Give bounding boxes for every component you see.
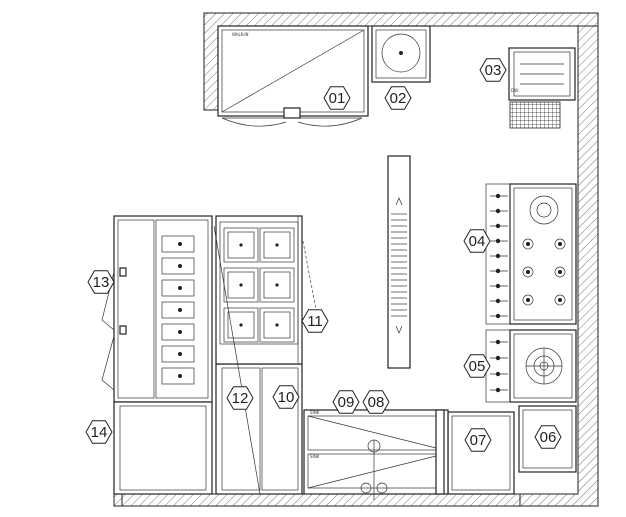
table-14 — [113, 401, 213, 495]
label-hex-01: 01 — [323, 86, 351, 110]
label-text-12: 12 — [232, 390, 249, 407]
label-hex-10: 10 — [272, 385, 300, 409]
drawer-refrigerator — [101, 215, 213, 403]
label-hex-14: 14 — [85, 420, 113, 444]
label-hex-03: 03 — [479, 58, 507, 82]
table-07 — [447, 411, 515, 495]
work-table-10-12 — [215, 363, 303, 495]
gas-range — [485, 183, 577, 325]
label-text-08: 08 — [368, 394, 385, 411]
label-text-02: 02 — [390, 90, 407, 107]
sink-counter: SINK SINK — [303, 409, 449, 500]
floor-grating — [509, 101, 561, 129]
label-hex-08: 08 — [362, 390, 390, 414]
label-hex-13: 13 — [87, 270, 115, 294]
label-text-03: 03 — [485, 62, 502, 79]
refrigerator-tag: WALK-IN — [232, 32, 249, 37]
floor-sink — [371, 25, 431, 83]
label-hex-02: 02 — [384, 86, 412, 110]
label-text-01: 01 — [329, 90, 346, 107]
sink-tag-bottom: SINK — [310, 454, 320, 459]
walk-in-refrigerator: WALK-IN — [217, 25, 369, 127]
label-hex-11: 11 — [301, 309, 329, 333]
sink-tag-top: SINK — [310, 410, 320, 415]
label-hex-07: 07 — [464, 428, 492, 452]
label-text-14: 14 — [91, 424, 108, 441]
label-text-10: 10 — [278, 389, 295, 406]
dishwasher: DW — [508, 47, 576, 129]
label-text-06: 06 — [540, 429, 557, 446]
dishwasher-tag: DW — [511, 88, 518, 93]
label-hex-06: 06 — [534, 425, 562, 449]
label-text-09: 09 — [338, 394, 355, 411]
label-text-13: 13 — [93, 274, 110, 291]
label-hex-12: 12 — [226, 386, 254, 410]
label-text-04: 04 — [469, 233, 486, 250]
label-hex-04: 04 — [463, 229, 491, 253]
label-text-05: 05 — [469, 358, 486, 375]
equipment-labels: 01 02 03 04 05 06 07 08 09 10 11 12 13 14 — [85, 58, 562, 452]
wok-range — [485, 329, 577, 403]
center-duct — [387, 155, 411, 369]
label-text-07: 07 — [470, 432, 487, 449]
cold-table — [213, 215, 319, 495]
label-hex-09: 09 — [332, 390, 360, 414]
label-hex-05: 05 — [463, 354, 491, 378]
label-text-11: 11 — [307, 313, 323, 330]
